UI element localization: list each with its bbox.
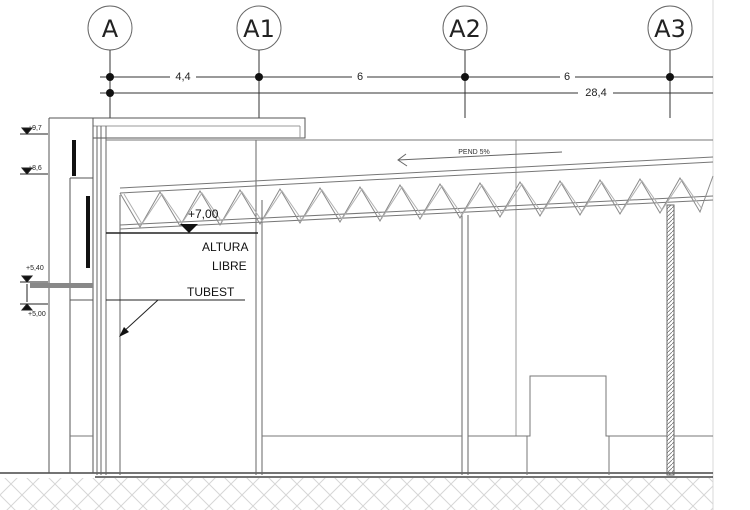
level-5-00: +5,00 — [28, 311, 46, 318]
altura-libre-line2: LIBRE — [212, 259, 247, 273]
dim-a-a1: 4,4 — [175, 71, 190, 83]
svg-text:A3: A3 — [654, 15, 686, 43]
dim-total: 28,4 — [585, 87, 606, 99]
axis-bubble-a1: A1 — [236, 5, 282, 51]
parapet — [93, 117, 306, 139]
window-strip-upper — [72, 140, 76, 176]
dimension-line-partial — [100, 73, 713, 81]
axis-bubble-a2: A2 — [442, 5, 488, 51]
roof-truss-inner — [123, 179, 703, 225]
left-level-markers — [20, 127, 48, 311]
axis-bubble-a: A — [87, 5, 133, 51]
tubest-leader — [106, 299, 245, 337]
dimension-line-total — [100, 89, 713, 97]
svg-text:A1: A1 — [243, 15, 275, 43]
column-a1 — [255, 140, 263, 475]
altura-libre-line1: ALTURA — [202, 240, 248, 254]
axis-bubble-a3: A3 — [647, 5, 693, 51]
level-9-7: +9,7 — [28, 125, 42, 132]
roof-truss — [119, 175, 714, 228]
dim-a2-a3: 6 — [564, 71, 570, 83]
level-7-00: +7,00 — [188, 207, 219, 221]
level-8-6: +8,6 — [28, 165, 42, 172]
column-a2 — [461, 215, 469, 475]
column-a3 — [666, 204, 675, 476]
slope-label: PEND 5% — [458, 149, 490, 156]
ground-hatch — [0, 478, 713, 510]
slope-arrow — [397, 151, 563, 167]
level-marker-7-00 — [106, 224, 258, 234]
dim-a1-a2: 6 — [357, 71, 363, 83]
tubest-label: TUBEST — [187, 285, 235, 299]
facade-wall — [48, 117, 94, 473]
svg-text:A: A — [102, 15, 119, 43]
axis-lines — [109, 50, 671, 118]
svg-text:A2: A2 — [449, 15, 481, 43]
interior-block — [70, 375, 713, 475]
level-5-40: +5,40 — [26, 265, 44, 272]
slab-edge-5-40 — [30, 283, 93, 288]
window-strip-lower — [86, 196, 90, 268]
